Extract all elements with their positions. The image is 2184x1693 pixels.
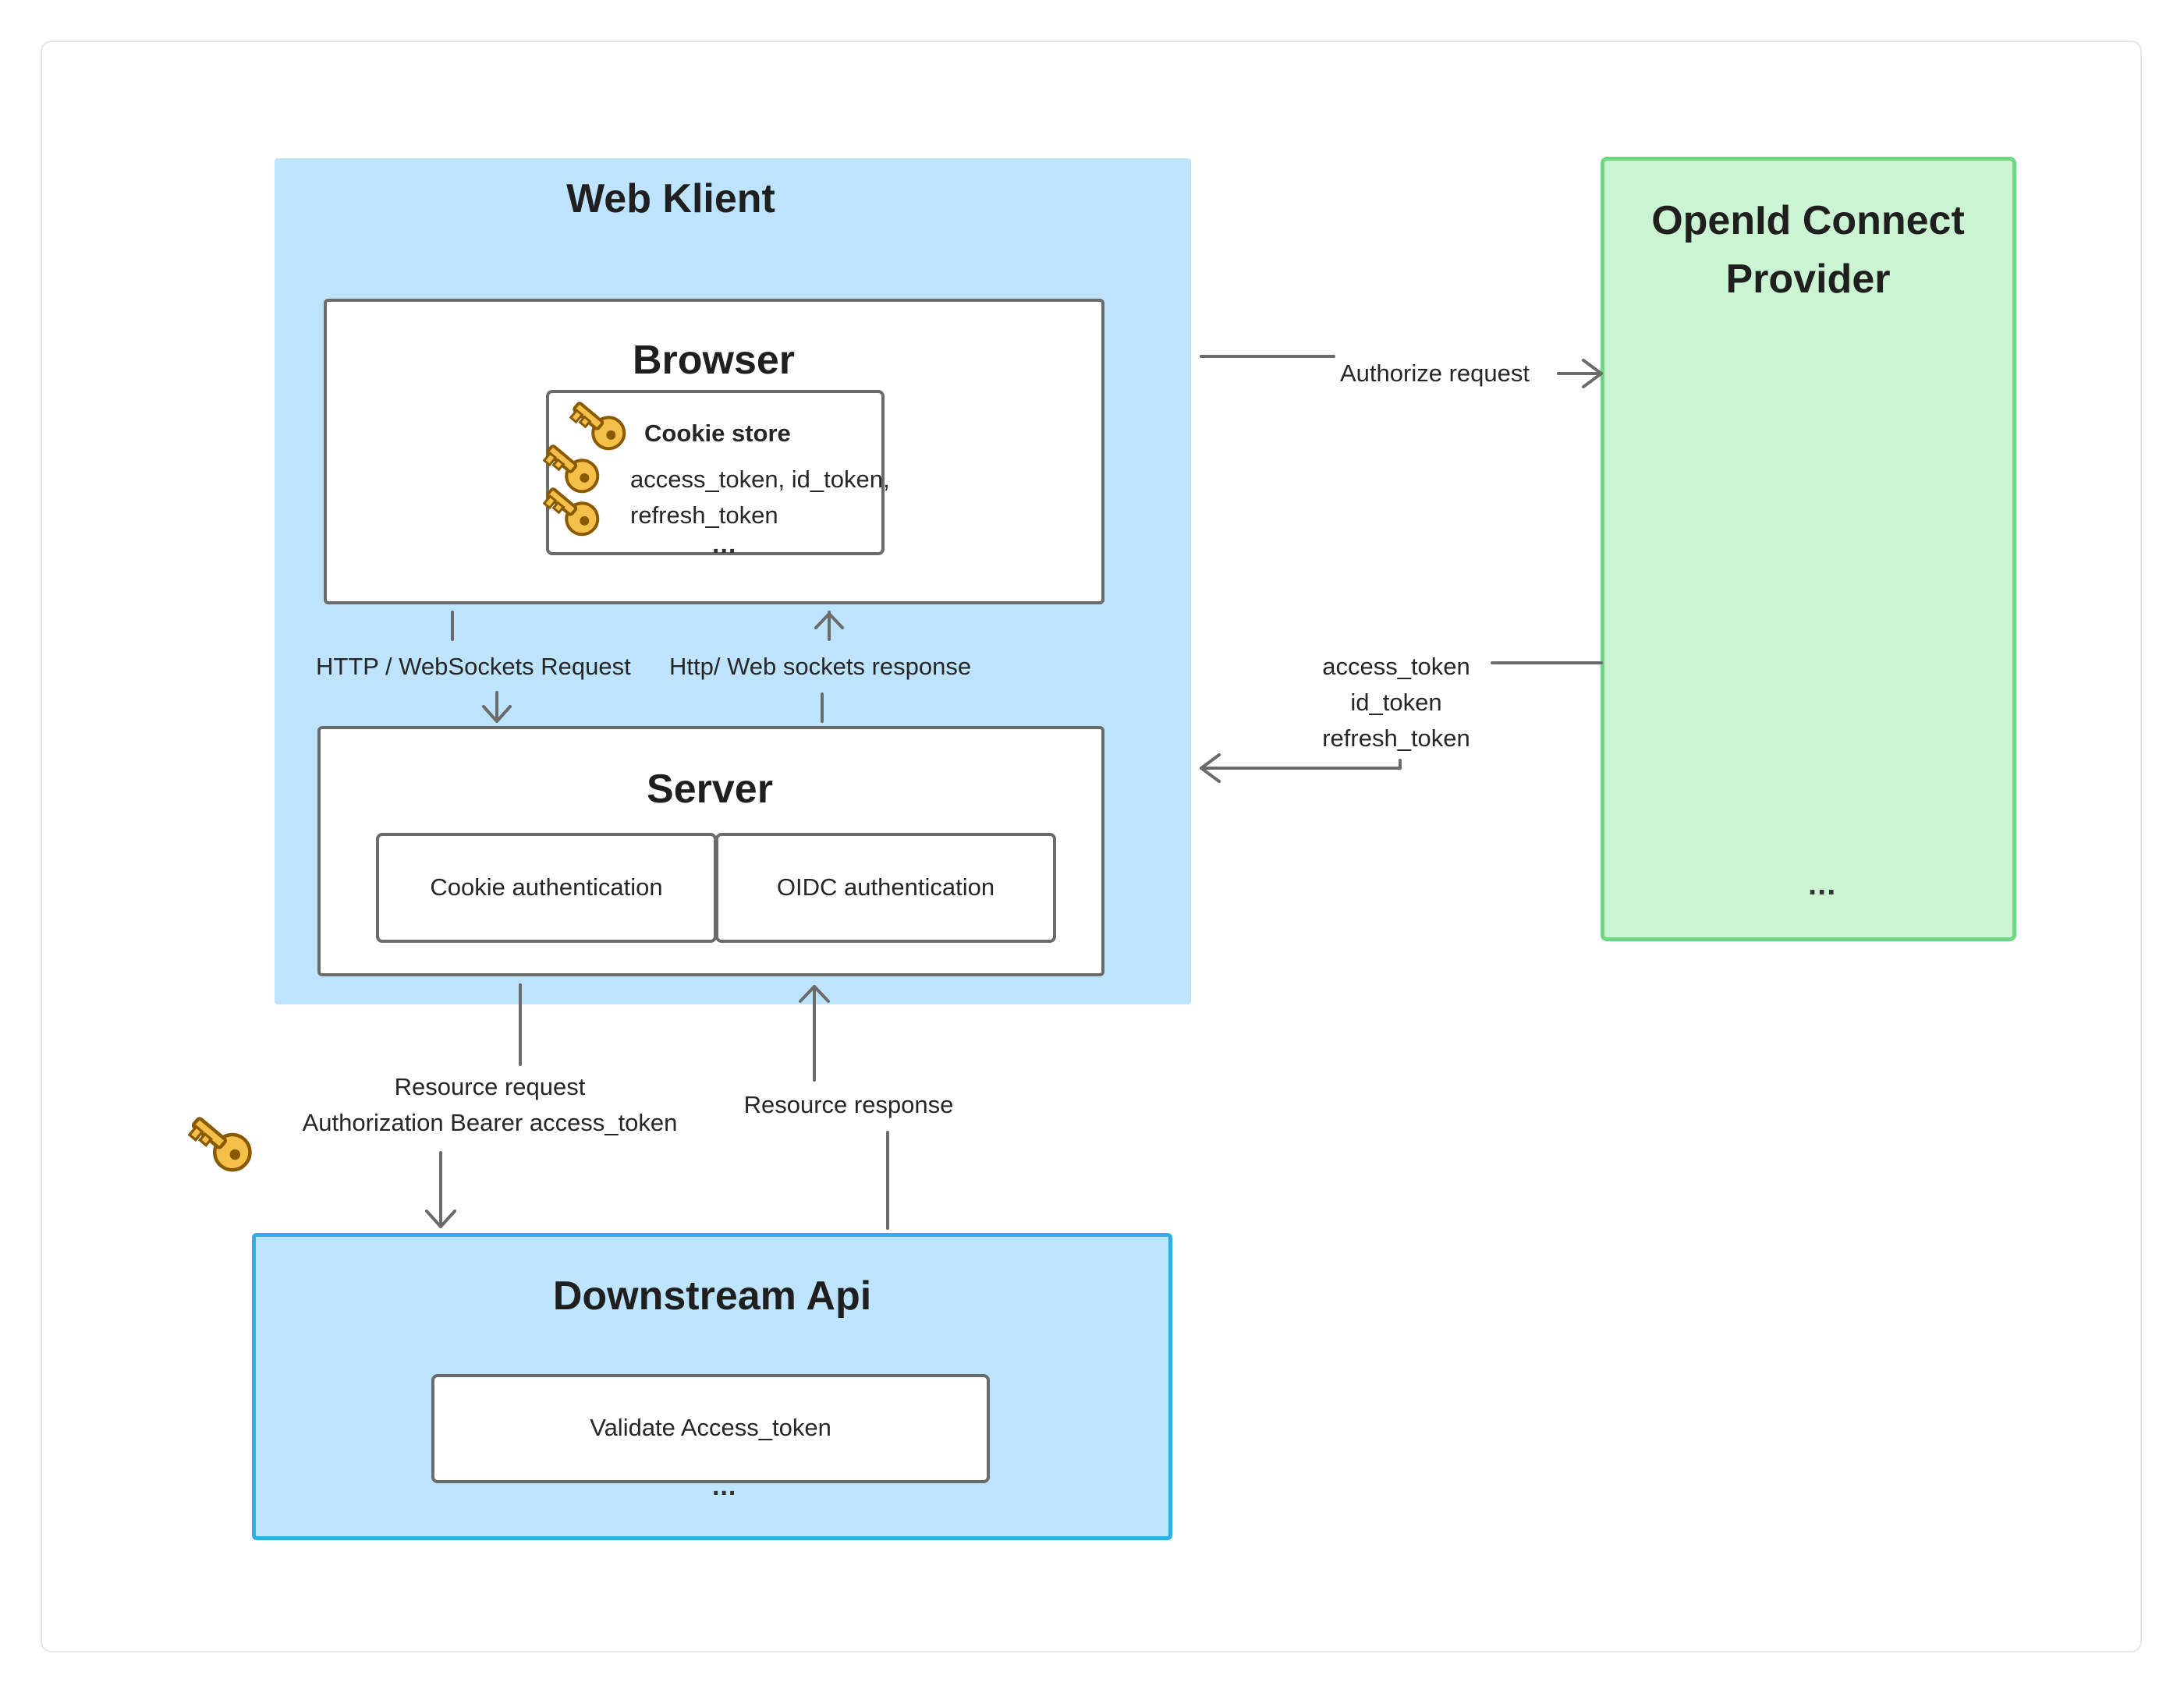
oidc-provider-container: [1601, 157, 2016, 941]
tokens-label-line3: refresh_token: [1322, 724, 1470, 752]
key-icon: [187, 1117, 252, 1172]
cookie-store-tokens-line1: access_token, id_token,: [630, 466, 890, 493]
resource-request-label-line1: Resource request: [394, 1073, 586, 1100]
tokens-label-line2: id_token: [1350, 689, 1442, 716]
http-response-label: Http/ Web sockets response: [669, 653, 972, 680]
oidc-authentication-box: [715, 833, 1056, 943]
cookie-authentication-label: Cookie authentication: [430, 873, 663, 901]
oidc-provider-title-line2: Provider: [1725, 257, 1891, 302]
cookie-store-title: Cookie store: [644, 420, 791, 447]
server-title: Server: [647, 767, 773, 812]
key-icon: [542, 487, 600, 537]
browser-title: Browser: [632, 338, 796, 383]
downstream-api-ellipsis: ...: [712, 1472, 737, 1501]
oidc-authentication-label: OIDC authentication: [776, 873, 995, 901]
oidc-provider-ellipsis: ...: [1808, 867, 1837, 901]
downstream-api-title: Downstream Api: [552, 1273, 872, 1319]
validate-access-token-box: [431, 1374, 990, 1483]
resource-request-label-line2: Authorization Bearer access_token: [302, 1109, 678, 1136]
cookie-store-ellipsis: ...: [712, 530, 737, 559]
web-client-title: Web Klient: [566, 176, 775, 221]
cookie-store-tokens-line2: refresh_token: [630, 501, 778, 529]
key-icon: [542, 445, 600, 494]
cookie-authentication-box: [376, 833, 717, 943]
http-request-label: HTTP / WebSockets Request: [316, 653, 631, 680]
resource-response-label: Resource response: [743, 1091, 954, 1118]
tokens-label-line1: access_token: [1322, 653, 1470, 680]
key-icon: [569, 402, 626, 451]
validate-access-token-label: Validate Access_token: [590, 1414, 831, 1441]
oidc-provider-title-line1: OpenId Connect: [1651, 198, 1965, 243]
authorize-request-label: Authorize request: [1340, 359, 1530, 387]
